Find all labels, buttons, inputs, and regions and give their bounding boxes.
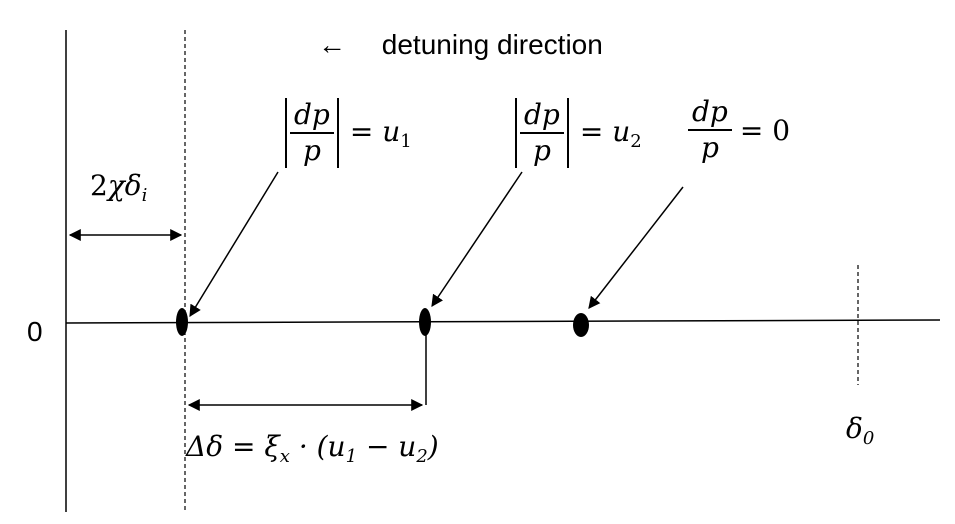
- left-arrow-icon: ←: [318, 29, 346, 60]
- detuning-direction-label: ← detuning direction: [318, 31, 603, 59]
- abs-bar-left: [515, 98, 517, 168]
- numerator-u1: dp: [294, 98, 330, 131]
- formula-close: ): [427, 430, 439, 463]
- denominator-u2: p: [532, 134, 551, 167]
- rhs-sub-u1: 1: [400, 130, 412, 152]
- offset-chi: χ: [107, 169, 125, 202]
- rhs-u2: = u2: [580, 115, 642, 152]
- formula-lhs: Δδ = ξ: [186, 430, 280, 463]
- abs-bar-right: [336, 98, 339, 168]
- fraction-zero: dp p: [688, 98, 732, 162]
- pointer-arrow-u2: [431, 171, 523, 307]
- point-u2-marker: [419, 308, 431, 336]
- offset-delta: δ: [124, 169, 142, 202]
- pointer-arrow-zero: [588, 186, 684, 309]
- equals-u1: =: [349, 114, 374, 148]
- formula-u2-sub: 2: [416, 446, 428, 467]
- label-dp-p-u2: dp p = u2: [512, 98, 642, 168]
- offset-subscript: i: [141, 185, 148, 206]
- abs-bar-left: [285, 98, 287, 168]
- rhs-var-u2: u: [612, 114, 631, 148]
- offset-coefficient: 2: [90, 169, 108, 202]
- horizontal-axis-line: [65, 319, 941, 324]
- delta0-symbol: δ: [846, 412, 863, 445]
- label-dp-p-u1: dp p = u1: [282, 98, 412, 168]
- delta0-label: δ0: [846, 415, 874, 448]
- rhs-value-zero: 0: [772, 113, 791, 147]
- formula-xi-sub: x: [279, 446, 290, 467]
- equals-u2: =: [579, 114, 604, 148]
- fraction-line-u1: [290, 132, 334, 134]
- zero-axis-label: 0: [27, 316, 43, 347]
- point-zero-marker: [573, 313, 589, 337]
- fraction-u2: dp p: [520, 101, 564, 165]
- pointer-arrow-u1: [189, 171, 279, 318]
- label-dp-p-zero: dp p = 0: [688, 98, 790, 162]
- point-u1-marker: [176, 308, 188, 336]
- denominator-zero: p: [700, 131, 719, 164]
- rhs-var-u1: u: [382, 114, 401, 148]
- rhs-u1: = u1: [350, 115, 412, 152]
- detuning-direction-text: detuning direction: [381, 29, 603, 60]
- formula-middle: · (u: [289, 430, 346, 463]
- fraction-line-u2: [520, 132, 564, 134]
- fraction-u1: dp p: [290, 101, 334, 165]
- delta-delta-formula: Δδ = ξx · (u1 − u2): [186, 433, 439, 466]
- delta0-subscript: 0: [862, 428, 875, 449]
- fraction-line-zero: [688, 129, 732, 131]
- rhs-sub-u2: 2: [630, 130, 642, 152]
- denominator-u1: p: [302, 134, 321, 167]
- formula-minus: − u: [357, 430, 417, 463]
- rhs-zero: = 0: [740, 114, 790, 147]
- numerator-zero: dp: [692, 95, 728, 128]
- formula-u1-sub: 1: [345, 446, 358, 467]
- abs-bar-right: [566, 98, 569, 168]
- offset-2chi-delta-label: 2χδi: [90, 172, 147, 205]
- equals-zero: =: [739, 113, 764, 147]
- numerator-u2: dp: [524, 98, 560, 131]
